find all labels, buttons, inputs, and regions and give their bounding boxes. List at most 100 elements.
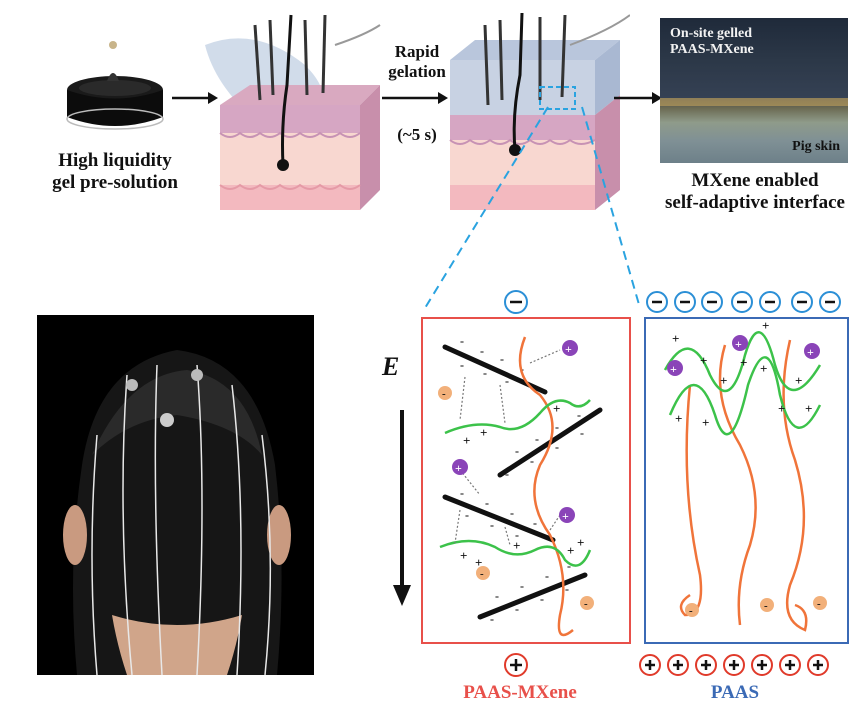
- svg-text:-: -: [485, 496, 489, 510]
- cations-left: + + +: [452, 340, 578, 523]
- panel-left-title: PAAS-MXene: [463, 682, 577, 703]
- svg-text:-: -: [490, 612, 494, 626]
- svg-text:+: +: [565, 342, 572, 356]
- svg-text:+: +: [778, 401, 785, 416]
- hair-follicle-2: [512, 12, 524, 151]
- step1-label-line2: gel pre-solution: [52, 171, 178, 193]
- svg-text:+: +: [553, 401, 560, 416]
- green-chain-left-2: [439, 539, 592, 567]
- svg-text:+: +: [675, 411, 682, 426]
- field-arrow: [393, 410, 411, 606]
- anions-right: - - -: [685, 596, 827, 617]
- svg-text:+: +: [672, 331, 679, 346]
- panel-paas: +++++ +++++ + + + + - - -: [639, 291, 849, 676]
- svg-text:+: +: [760, 361, 767, 376]
- svg-text:+: +: [795, 373, 802, 388]
- svg-text:-: -: [480, 568, 484, 580]
- skin-block-gelled: [449, 12, 630, 210]
- gel-dish-illustration: [66, 41, 164, 130]
- orange-chain-right-3: [679, 384, 703, 617]
- svg-text:-: -: [483, 366, 487, 380]
- svg-text:-: -: [580, 426, 584, 440]
- svg-text:-: -: [495, 589, 499, 603]
- svg-text:-: -: [515, 528, 519, 542]
- gelation-label: Rapid gelation: [372, 42, 462, 81]
- svg-text:-: -: [460, 486, 464, 500]
- result-label-line1: MXene enabled: [691, 170, 819, 191]
- svg-text:-: -: [442, 388, 446, 400]
- svg-text:-: -: [505, 467, 509, 481]
- svg-text:+: +: [702, 415, 709, 430]
- svg-text:+: +: [805, 401, 812, 416]
- top-minus-electrode: [504, 290, 528, 314]
- head-illustration: [63, 350, 291, 675]
- bottom-plus-electrode: [504, 653, 528, 677]
- svg-text:+: +: [460, 548, 467, 563]
- gelation-time: (~5 s): [397, 125, 437, 144]
- svg-text:+: +: [735, 337, 742, 351]
- green-chain-right-1: [663, 331, 822, 393]
- orange-chain-left: [518, 336, 574, 637]
- svg-text:-: -: [577, 408, 581, 422]
- gelation-label-line2: gelation: [388, 61, 446, 81]
- green-chain-right-2: [668, 356, 822, 436]
- zoom-box: [539, 86, 576, 110]
- arrow-1: [172, 92, 218, 104]
- orange-chain-right-1: [718, 344, 757, 626]
- panel-right-title: PAAS: [710, 682, 760, 703]
- svg-text:+: +: [475, 555, 482, 570]
- svg-text:-: -: [555, 440, 559, 454]
- svg-text:+: +: [562, 509, 569, 523]
- svg-text:-: -: [500, 352, 504, 366]
- photo-label-top-line1: On-site gelled: [670, 26, 753, 41]
- droplet: [109, 41, 117, 49]
- svg-text:-: -: [567, 559, 571, 573]
- result-label-line2: self-adaptive interface: [665, 191, 845, 213]
- svg-text:+: +: [700, 353, 707, 368]
- chain-charges-left: +++ +++++: [460, 401, 584, 570]
- svg-text:+: +: [720, 373, 727, 388]
- svg-text:+: +: [807, 345, 814, 359]
- svg-text:+: +: [670, 362, 677, 376]
- gel-on-pigskin-photo: On-site gelled PAAS-MXene Pig skin: [660, 18, 848, 163]
- svg-text:-: -: [480, 344, 484, 358]
- anions-left: - - -: [438, 386, 594, 610]
- svg-text:-: -: [490, 518, 494, 532]
- photo-label-top: On-site gelled PAAS-MXene: [670, 26, 754, 58]
- step1-label-line1: High liquidity: [58, 150, 172, 171]
- svg-text:-: -: [515, 602, 519, 616]
- arrow-2: [382, 92, 448, 104]
- panel-frame-left: [421, 317, 631, 644]
- svg-text:+: +: [513, 538, 520, 553]
- svg-text:-: -: [465, 508, 469, 522]
- panel-paas-mxene: ---- --- ---- ---- ---- --- ---- ---- ++…: [421, 290, 631, 677]
- head-electrodes-photo: [37, 315, 314, 675]
- arrow-3: [614, 92, 662, 104]
- svg-text:+: +: [740, 355, 747, 370]
- svg-text:-: -: [530, 454, 534, 468]
- top-process-row: High liquidity gel pre-solution Rapid ge…: [0, 0, 864, 230]
- chain-charges-right: +++++ +++++ +: [672, 318, 812, 430]
- svg-text:-: -: [510, 506, 514, 520]
- svg-text:-: -: [535, 432, 539, 446]
- svg-text:-: -: [565, 582, 569, 596]
- svg-text:-: -: [460, 334, 464, 348]
- svg-text:+: +: [762, 318, 769, 333]
- svg-text:+: +: [567, 543, 574, 558]
- svg-text:-: -: [689, 605, 693, 617]
- field-label: E: [382, 352, 400, 381]
- green-chain-left-1: [444, 399, 591, 435]
- svg-text:-: -: [533, 516, 537, 530]
- svg-text:-: -: [817, 598, 821, 610]
- svg-text:+: +: [455, 461, 462, 475]
- svg-text:-: -: [764, 600, 768, 612]
- skin-block-applying: [205, 14, 381, 210]
- svg-text:-: -: [460, 358, 464, 372]
- dish-body: [67, 90, 163, 126]
- top-minus-electrodes-right: [646, 291, 841, 313]
- svg-text:-: -: [515, 444, 519, 458]
- svg-text:-: -: [555, 420, 559, 434]
- svg-text:+: +: [480, 425, 487, 440]
- photo-label-top-line2: PAAS-MXene: [670, 42, 754, 58]
